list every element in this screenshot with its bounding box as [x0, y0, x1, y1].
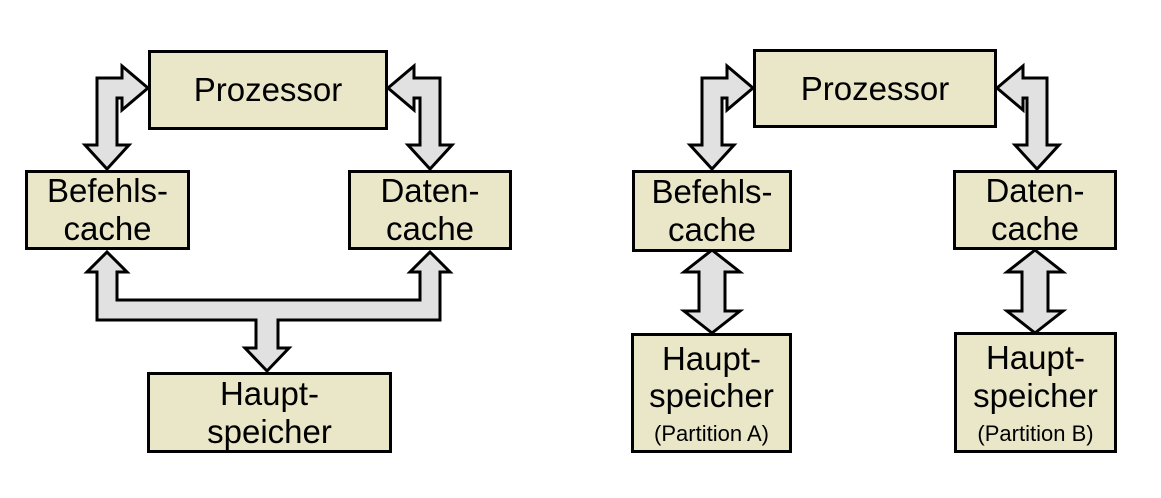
node-prozessor-right-diagram: Prozessor — [753, 49, 997, 128]
node-datencache-right-diagram: Daten- cache — [953, 170, 1117, 250]
node-prozessor-left-diagram: Prozessor — [148, 50, 388, 130]
node-label: Befehls- cache — [651, 173, 773, 248]
arrow-prozessor-datencache-right-diagram — [994, 62, 1063, 172]
node-label: Befehls- cache — [46, 172, 169, 247]
node-label: Prozessor — [800, 69, 950, 107]
arrow-datencache-hauptspeicher-b — [1002, 248, 1068, 335]
node-label: Haupt- speicher — [207, 374, 332, 450]
arrow-befehlscache-hauptspeicher-a — [679, 248, 745, 335]
node-label: Prozessor — [193, 71, 343, 109]
node-sublabel: (Partition B) — [977, 420, 1094, 446]
node-label: Haupt- speicher — [973, 339, 1098, 414]
node-label: Haupt- speicher — [649, 339, 774, 415]
node-hauptspeicher-partition-b: Haupt- speicher (Partition B) — [954, 332, 1117, 453]
node-datencache-left-diagram: Daten- cache — [348, 170, 512, 250]
node-befehlscache-right-diagram: Befehls- cache — [632, 170, 792, 252]
node-befehlscache-left-diagram: Befehls- cache — [25, 170, 190, 250]
arrow-prozessor-befehlscache-left-diagram — [81, 62, 151, 172]
node-label: Daten- cache — [380, 172, 480, 247]
arrow-hauptspeicher-caches-fork — [83, 249, 454, 374]
arrow-prozessor-befehlscache-right-diagram — [686, 62, 756, 172]
arrow-prozessor-datencache-left-diagram — [385, 62, 456, 172]
node-hauptspeicher-partition-a: Haupt- speicher (Partition A) — [631, 333, 792, 453]
node-hauptspeicher-left-diagram: Haupt- speicher — [147, 372, 392, 453]
node-label: Daten- cache — [985, 172, 1085, 247]
node-sublabel: (Partition A) — [654, 421, 769, 447]
